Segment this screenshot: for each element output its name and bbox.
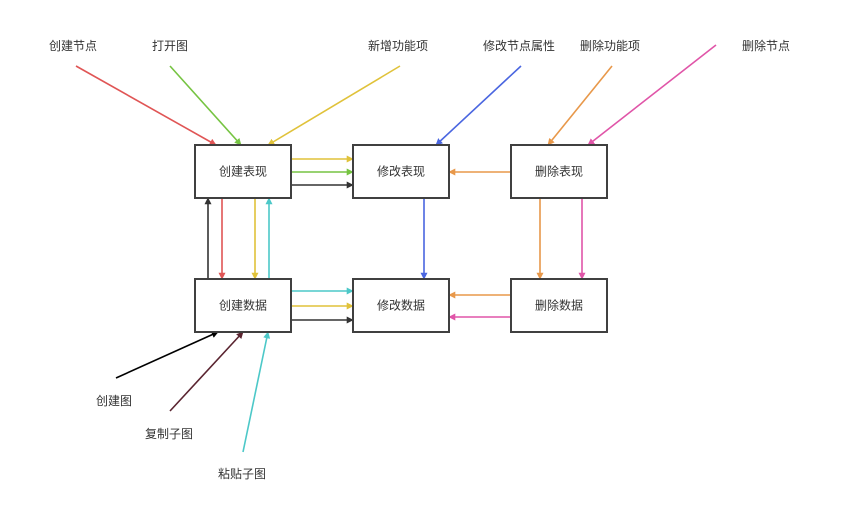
- node-modify-data-label: 修改数据: [377, 298, 425, 313]
- node-delete-data: 删除数据: [510, 278, 608, 333]
- label-delete-function: 删除功能项: [580, 38, 640, 53]
- label-open-graph: 打开图: [152, 39, 188, 53]
- edge-add-function: [267, 65, 401, 146]
- edge-create-graph: [115, 331, 219, 379]
- edge-copy-subgraph: [169, 331, 244, 412]
- label-modify-node-attr: 修改节点属性: [483, 38, 555, 53]
- label-create-node: 创建节点: [49, 39, 97, 53]
- node-delete-view-label: 删除表现: [535, 164, 583, 179]
- label-paste-subgraph: 粘贴子图: [218, 466, 266, 481]
- edge-create-node: [75, 65, 217, 146]
- edges-layer: [75, 44, 717, 453]
- node-create-data: 创建数据: [194, 278, 292, 333]
- node-modify-view-label: 修改表现: [377, 164, 425, 179]
- label-delete-node: 删除节点: [742, 38, 790, 53]
- node-create-data-label: 创建数据: [219, 298, 267, 313]
- node-modify-view: 修改表现: [352, 144, 450, 199]
- edge-modify-node-attr: [435, 65, 522, 146]
- edge-open-graph: [169, 65, 242, 146]
- edge-delete-function: [547, 65, 613, 146]
- label-create-graph: 创建图: [96, 394, 132, 408]
- edge-paste-subgraph: [242, 331, 271, 453]
- label-add-function: 新增功能项: [368, 38, 428, 53]
- node-delete-view: 删除表现: [510, 144, 608, 199]
- label-copy-subgraph: 复制子图: [145, 427, 193, 441]
- node-modify-data: 修改数据: [352, 278, 450, 333]
- node-delete-data-label: 删除数据: [535, 298, 583, 313]
- node-create-view-label: 创建表现: [219, 165, 267, 179]
- edge-delete-node: [587, 44, 717, 146]
- node-create-view: 创建表现: [194, 144, 292, 199]
